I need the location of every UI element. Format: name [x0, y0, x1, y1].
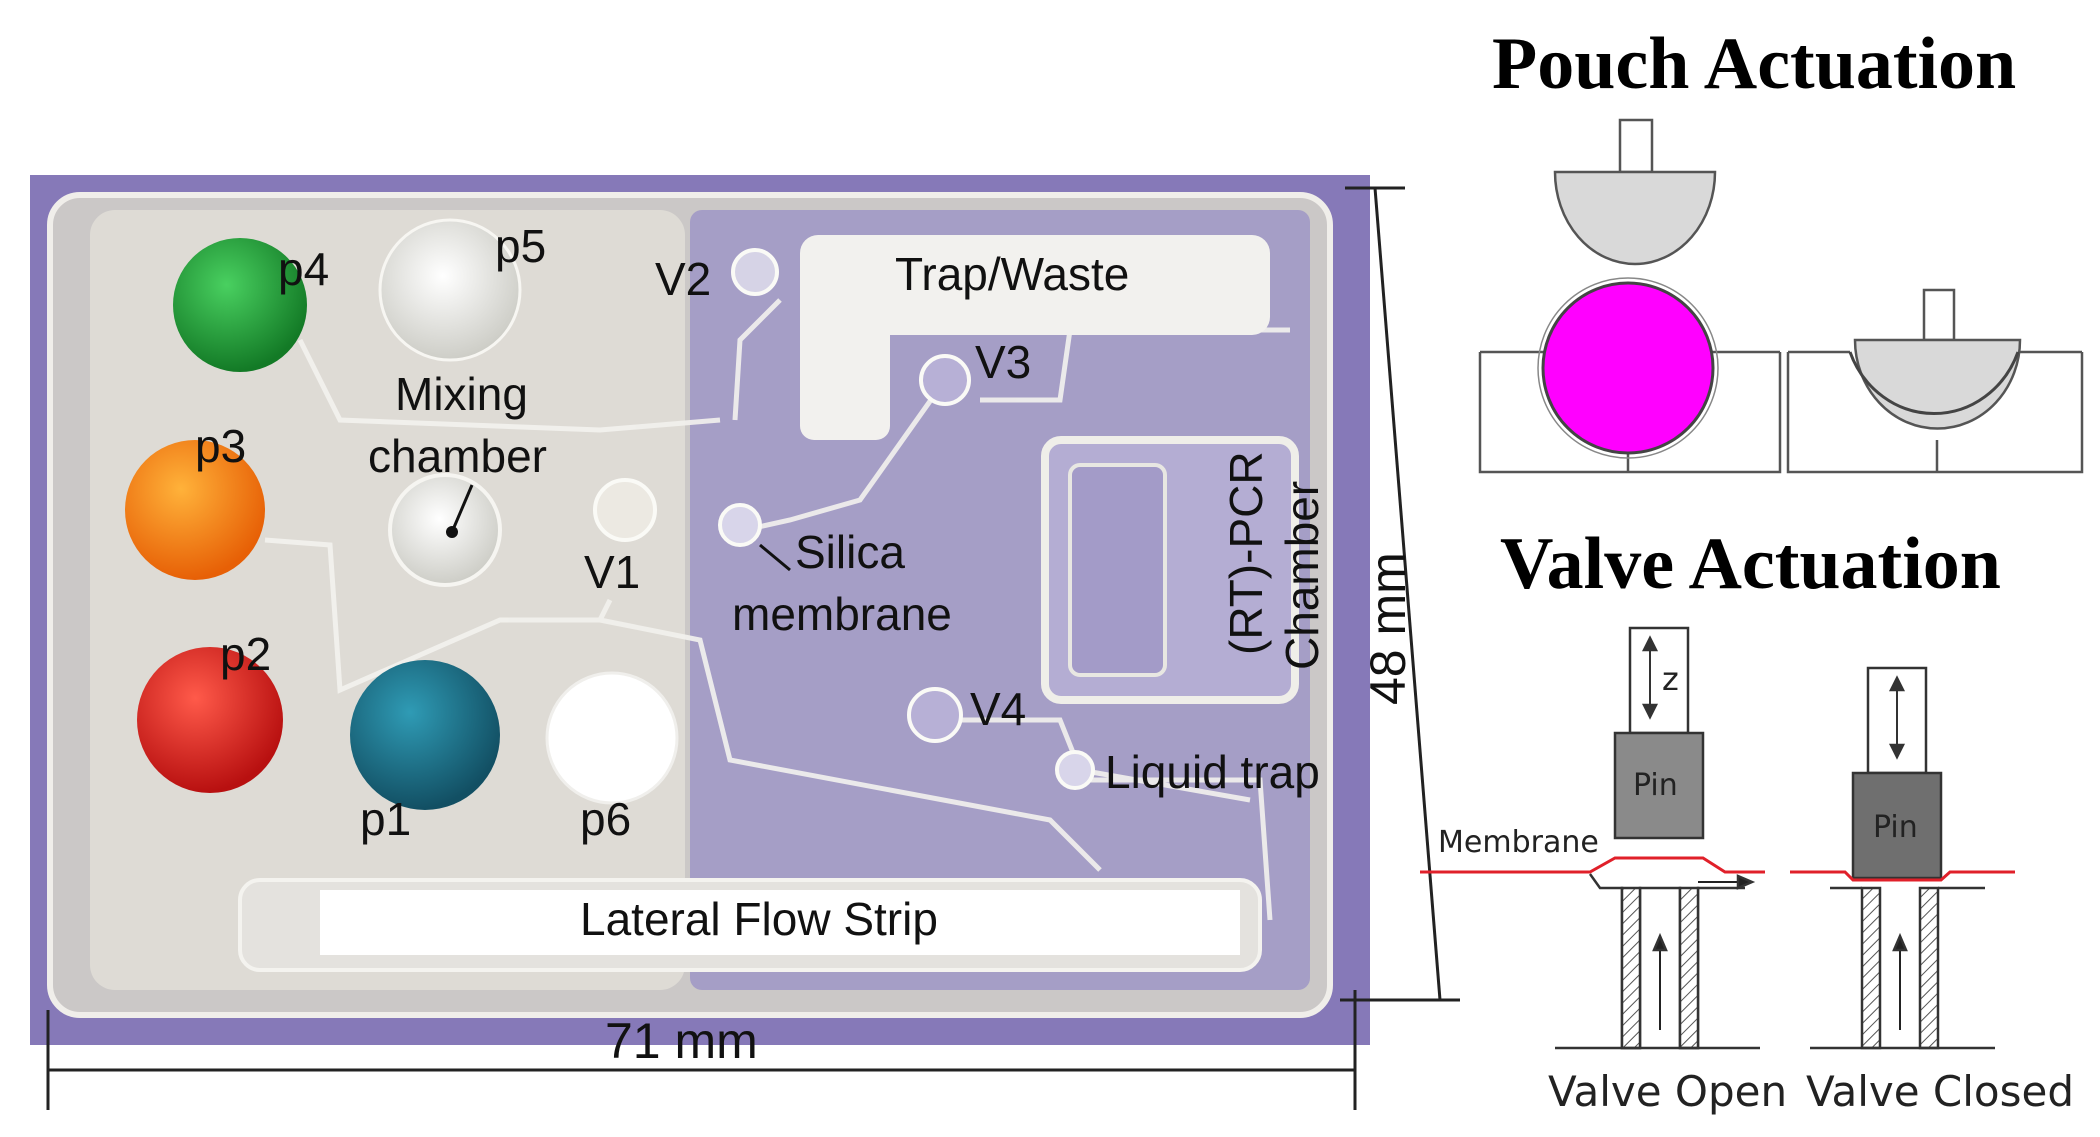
title-pouch-actuation: Pouch Actuation [1492, 23, 2016, 105]
valve-open-seat [1588, 873, 1745, 1050]
cartridge-photo [30, 175, 1370, 1045]
membrane-open [1420, 856, 1765, 874]
label-v3: V3 [975, 336, 1031, 388]
trap-waste-area [800, 235, 1270, 335]
pouch-compress-stem [1922, 288, 1956, 342]
label-valve-open: Valve Open [1548, 1067, 1787, 1116]
pouch-sphere-rim [1537, 277, 1719, 459]
label-pcr-line2: Chamber [1276, 481, 1328, 670]
height-dimension-line [1373, 187, 1442, 1001]
cartridge-labels: p4 p5 p3 p2 p1 p6 Mixing chamber V1 V2 V… [195, 220, 1328, 945]
label-height: 48 mm [1360, 552, 1416, 705]
label-p6: p6 [580, 793, 631, 845]
dimension-markers: 71 mm 48 mm [46, 186, 1460, 1110]
valve-open-wall-left [1620, 886, 1642, 1050]
valve-open-flow-head [1652, 932, 1668, 952]
valve-v4-seat [907, 687, 963, 743]
label-v1: V1 [584, 546, 640, 598]
valve-closed-arrow-down [1888, 743, 1906, 760]
label-lateral-flow: Lateral Flow Strip [580, 893, 938, 945]
mixing-chamber [388, 473, 502, 587]
valve-closed-wall-left [1860, 886, 1882, 1050]
valve-actuation-diagram [1420, 626, 2015, 1050]
pouch-p3 [125, 440, 265, 580]
valve-open-stem [1628, 626, 1690, 735]
pouch-p1 [350, 660, 500, 810]
label-membrane: Membrane [1438, 825, 1599, 860]
pouch-compressed-film [1848, 351, 2020, 415]
trap-waste-stem [800, 290, 890, 440]
title-valve-actuation: Valve Actuation [1500, 523, 2001, 605]
label-p5: p5 [495, 220, 546, 272]
label-pin-closed: Pin [1873, 810, 1918, 845]
silica-membrane-seat [718, 503, 762, 547]
valve-closed-arrow-up [1888, 675, 1906, 692]
label-mixing-line2: chamber [368, 430, 547, 482]
pouch-p5 [378, 218, 522, 362]
pouch-actuation-diagram [1478, 118, 2084, 474]
valve-open-outlet-head [1736, 874, 1756, 890]
valve-v3-seat [919, 354, 971, 406]
mixing-chamber-leader [450, 484, 474, 533]
label-silica-line1: Silica [795, 526, 905, 578]
valve-open-pin [1613, 731, 1705, 840]
label-width: 71 mm [605, 1013, 758, 1069]
label-z: z [1662, 660, 1679, 698]
label-p3: p3 [195, 420, 246, 472]
label-p1: p1 [360, 793, 411, 845]
valve-open-diagram [1555, 626, 1760, 1050]
pouch-p4 [173, 238, 307, 372]
label-v4: V4 [970, 683, 1026, 735]
pouch-piston-stem [1618, 118, 1654, 174]
label-mixing-line1: Mixing [395, 368, 528, 420]
label-silica-line2: membrane [732, 588, 952, 640]
valve-open-arrow-down [1641, 703, 1659, 720]
pouch-p6 [545, 671, 679, 805]
lateral-flow-strip [320, 890, 1240, 955]
silica-leader [759, 543, 791, 572]
liquid-trap-seat [1055, 750, 1095, 790]
label-trap-waste: Trap/Waste [895, 248, 1129, 300]
label-valve-closed: Valve Closed [1806, 1067, 2074, 1116]
valve-closed-diagram [1810, 666, 1995, 1050]
valve-closed-flow-head [1892, 932, 1908, 952]
valve-v1-seat [593, 478, 657, 542]
valve-v2-seat [731, 248, 779, 296]
pcr-inner [1068, 463, 1167, 677]
valve-open-arrow-up [1641, 635, 1659, 652]
pouch-p2 [137, 647, 283, 793]
label-pin-open: Pin [1633, 768, 1678, 803]
valve-open-wall-right [1678, 886, 1700, 1050]
valve-closed-wall-right [1918, 886, 1940, 1050]
label-liquid-trap: Liquid trap [1105, 746, 1320, 798]
pouch-sphere [1541, 281, 1715, 455]
label-v2: V2 [655, 253, 711, 305]
pouch-piston-head [1553, 170, 1717, 266]
cartridge-left-section [90, 210, 685, 990]
label-p2: p2 [220, 628, 271, 680]
valve-closed-pin [1851, 771, 1943, 880]
label-pcr-line1: (RT)-PCR [1220, 451, 1272, 655]
membrane-closed [1790, 870, 2015, 882]
label-p4: p4 [278, 243, 329, 295]
fluidic-channels [264, 298, 1290, 921]
